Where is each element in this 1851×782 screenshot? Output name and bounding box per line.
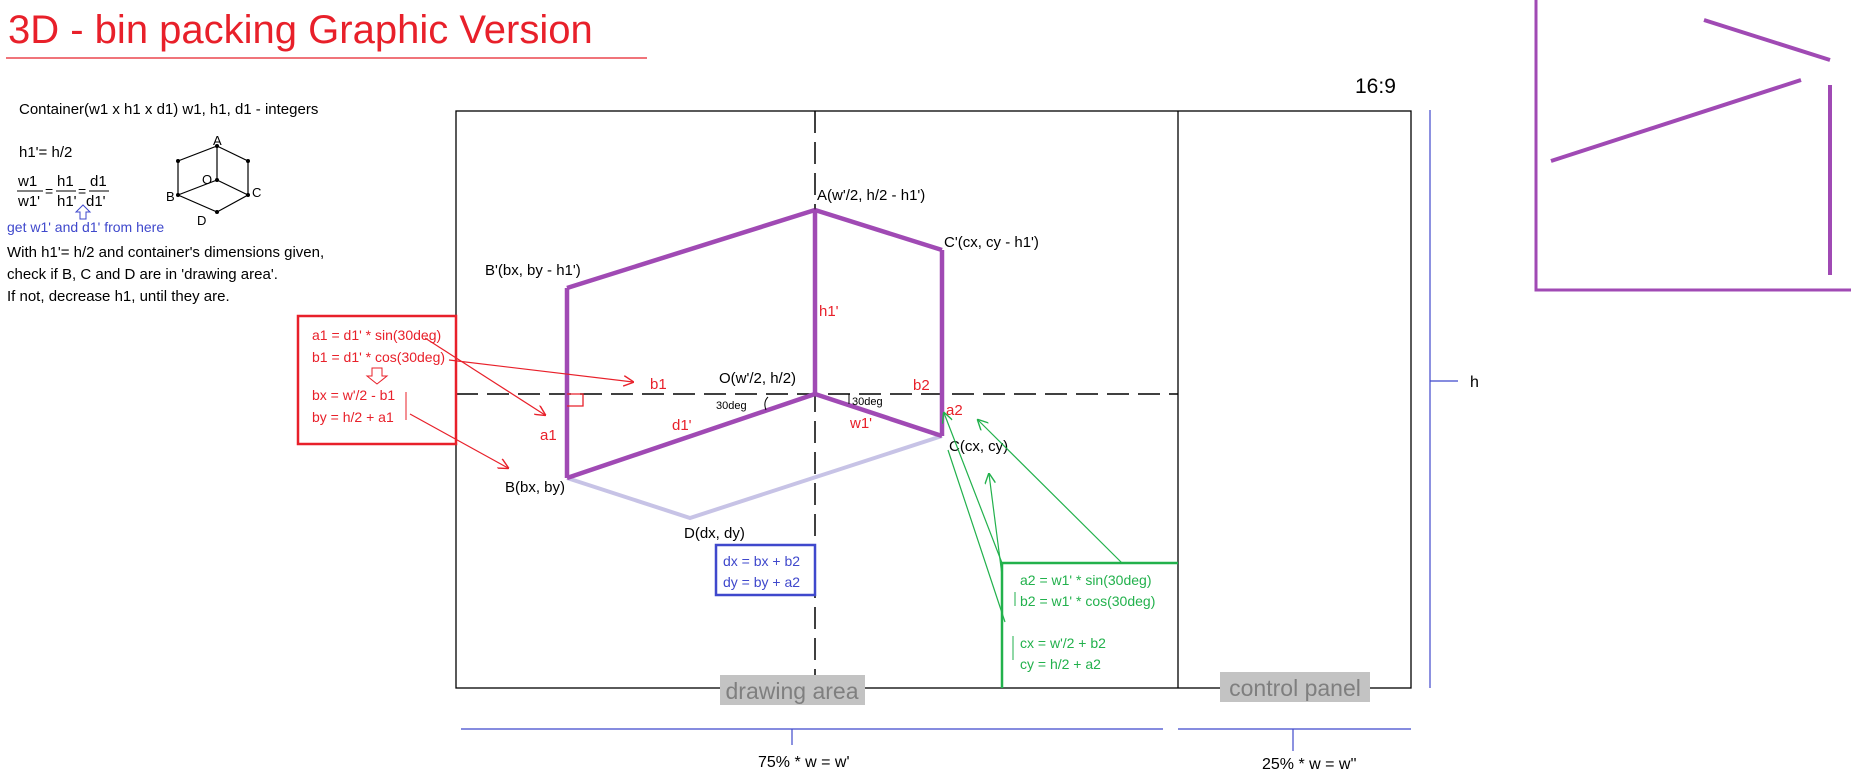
- arrow-to-b2: [978, 420, 1123, 564]
- drawing-area-label-bg: [720, 675, 865, 705]
- main-frame: [455, 110, 1412, 689]
- arrow-to-B: [409, 413, 508, 468]
- svg-text:w1: w1: [17, 173, 37, 190]
- blue-formula-box: dx = bx + b2 dy = by + a2: [714, 543, 817, 597]
- b1-label: b1: [650, 376, 667, 393]
- angle-right-label: 30deg: [852, 396, 883, 408]
- point-A-label: A(w'/2, h/2 - h1'): [817, 187, 925, 204]
- right-angle-mark: [567, 393, 584, 407]
- svg-text:A: A: [213, 133, 222, 148]
- red-formula-2: b1 = d1' * cos(30deg): [312, 349, 445, 365]
- preview-edge-long: [1550, 78, 1802, 163]
- aspect-ratio-label: 16:9: [1355, 75, 1396, 98]
- angle-left-label: 30deg: [716, 400, 747, 412]
- arrow-to-a2: [944, 413, 1003, 564]
- green-formula-3: cx = w'/2 + b2: [1020, 635, 1106, 651]
- b2-label: b2: [913, 377, 930, 394]
- container-box: [564, 207, 945, 481]
- down-arrow-icon: [365, 367, 389, 385]
- h1-prime-edge-label: h1': [819, 303, 839, 320]
- svg-text:=: =: [78, 183, 86, 199]
- bottom-edges: [566, 434, 943, 521]
- point-Cprime-label: C'(cx, cy - h1'): [944, 234, 1039, 251]
- w1-prime-edge-label: w1': [849, 415, 872, 432]
- ratio-formula: w1 w1' = h1 h1' = d1 d1': [17, 173, 109, 210]
- blue-formula-1: dx = bx + b2: [723, 553, 800, 569]
- green-formula-box: a2 = w1' * sin(30deg) b2 = w1' * cos(30d…: [1000, 561, 1178, 688]
- edge-O-B: [566, 391, 816, 481]
- svg-text:B: B: [166, 189, 175, 204]
- check-note-1: With h1'= h/2 and container's dimensions…: [7, 244, 324, 261]
- red-formula-3: bx = w'/2 - b1: [312, 387, 395, 403]
- control-panel-label: control panel: [1229, 675, 1361, 701]
- arrow-to-C: [989, 474, 1003, 576]
- drawing-area-label: drawing area: [726, 678, 859, 704]
- wdouble-label: 25% * w = w'': [1262, 756, 1357, 773]
- angle-left-arc: [764, 396, 769, 411]
- point-C-label: C(cx, cy): [949, 438, 1008, 455]
- preview-frame: [1534, 0, 1851, 292]
- red-box-frame: [296, 314, 458, 446]
- point-O-label: O(w'/2, h/2): [719, 370, 796, 387]
- check-note-3: If not, decrease h1, until they are.: [7, 288, 230, 305]
- svg-text:w1': w1': [17, 193, 40, 210]
- svg-text:d1': d1': [86, 193, 106, 210]
- green-formula-1: a2 = w1' * sin(30deg): [1020, 572, 1151, 588]
- red-formula-box: a1 = d1' * sin(30deg) b1 = d1' * cos(30d…: [296, 314, 458, 446]
- h1-prime-note: h1'= h/2: [19, 144, 72, 161]
- red-formula-4: by = h/2 + a1: [312, 409, 394, 425]
- edge-O-C: [814, 391, 943, 439]
- blue-box-frame: [714, 543, 817, 597]
- wprime-label: 75% * w = w': [758, 754, 850, 771]
- edge-A-Bp: [566, 207, 816, 291]
- svg-text:h1': h1': [57, 193, 77, 210]
- green-formula-4: cy = h/2 + a2: [1020, 656, 1101, 672]
- arrow-to-b1: [448, 359, 633, 382]
- mini-cube-icon: A B C D O: [166, 133, 261, 228]
- green-formula-2: b2 = w1' * cos(30deg): [1020, 593, 1155, 609]
- svg-text:=: =: [45, 183, 53, 199]
- d1-prime-edge-label: d1': [672, 417, 692, 434]
- height-label: h: [1470, 374, 1479, 391]
- hint-note: get w1' and d1' from here: [7, 219, 164, 235]
- edge-A-Cp: [814, 207, 943, 253]
- a2-label: a2: [946, 402, 963, 419]
- check-note-2: check if B, C and D are in 'drawing area…: [7, 266, 278, 283]
- point-Bprime-label: B'(bx, by - h1'): [485, 262, 581, 279]
- preview-edge-top: [1703, 18, 1831, 62]
- svg-text:O: O: [202, 172, 212, 187]
- svg-text:D: D: [197, 213, 206, 228]
- control-panel-label-bg: [1220, 672, 1370, 702]
- point-B-label: B(bx, by): [505, 479, 565, 496]
- blue-formula-2: dy = by + a2: [723, 574, 800, 590]
- red-formula-1: a1 = d1' * sin(30deg): [312, 327, 441, 343]
- a1-label: a1: [540, 427, 557, 444]
- preview-panel: [1534, 0, 1851, 292]
- up-arrow-icon: [74, 204, 92, 220]
- svg-text:d1: d1: [90, 173, 107, 190]
- arrow-to-a1: [424, 337, 545, 415]
- container-note: Container(w1 x h1 x d1) w1, h1, d1 - int…: [19, 101, 318, 118]
- svg-text:C: C: [252, 185, 261, 200]
- page-title: 3D - bin packing Graphic Version: [8, 8, 593, 52]
- arrow-green-lead: [947, 449, 1006, 623]
- svg-text:h1: h1: [57, 173, 74, 190]
- point-D-label: D(dx, dy): [684, 525, 745, 542]
